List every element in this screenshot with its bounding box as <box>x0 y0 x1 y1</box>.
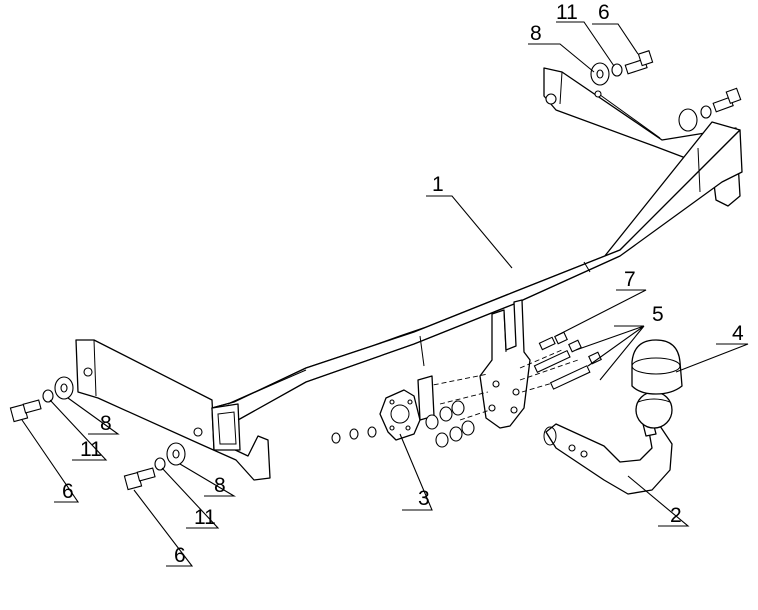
lower-hardware-stack <box>123 442 186 491</box>
center-mounting-plate <box>417 299 591 429</box>
label-side-bolt-left: 6 <box>62 480 74 503</box>
label-washer-top: 8 <box>530 22 542 45</box>
label-beam: 1 <box>432 173 444 196</box>
label-side-bolt-top: 6 <box>598 1 610 24</box>
arm-bolt-set <box>533 331 602 390</box>
label-top-bolt: 7 <box>624 268 636 291</box>
socket-plate <box>331 375 475 448</box>
callout-numbers: 1 2 3 4 5 7 6 11 8 6 11 8 6 11 8 <box>62 1 744 567</box>
label-socket-plate: 3 <box>418 487 430 510</box>
label-washer-lower: 8 <box>214 474 226 497</box>
callout-leaders <box>21 21 749 567</box>
label-ball-cover: 4 <box>732 322 744 345</box>
tow-ball-cover <box>631 339 683 395</box>
label-lockwasher-left: 11 <box>80 438 102 461</box>
label-side-bolt-lower: 6 <box>174 544 186 567</box>
left-hardware-stack <box>9 376 74 423</box>
label-washer-left: 8 <box>100 412 112 435</box>
label-lockwasher-top: 11 <box>556 1 578 24</box>
tow-ball-arm <box>543 391 673 495</box>
right-side-bracket <box>543 67 741 207</box>
label-ball-arm: 2 <box>670 504 682 527</box>
main-cross-beam <box>211 121 743 451</box>
top-hardware-stack <box>590 50 742 132</box>
label-lockwasher-lower: 11 <box>194 506 216 529</box>
label-arm-bolts: 5 <box>652 303 664 326</box>
